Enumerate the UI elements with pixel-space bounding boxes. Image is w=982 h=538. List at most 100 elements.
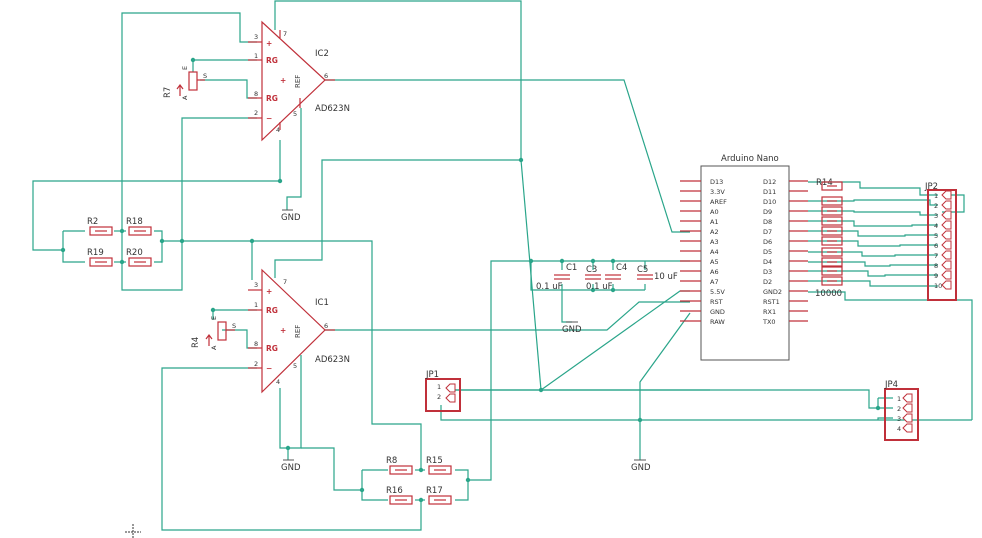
- ic2-pin7: 7: [283, 30, 287, 38]
- connector-jp2-pin-label: 6: [934, 242, 938, 250]
- arduino-right-pin-label: D4: [763, 258, 772, 266]
- pot-r7-e: E: [181, 66, 189, 70]
- resistor-array-body: [821, 196, 843, 206]
- resistor-array-body: [821, 247, 843, 257]
- capacitor-c1-label: C1: [566, 263, 577, 273]
- ic2-rg2-label: RG: [266, 94, 278, 103]
- resistor-r16[interactable]: R16: [386, 486, 413, 505]
- connector-jp2-pin-pad: [941, 240, 952, 250]
- connector-jp2-pin-pad: [941, 190, 952, 200]
- arduino-right-pin-label: D10: [763, 198, 776, 206]
- connector-jp2-pin-label: 1: [934, 192, 938, 200]
- capacitor-c4[interactable]: C4 0.1 uF: [586, 263, 627, 292]
- ic2-name: IC2: [315, 49, 329, 59]
- pot-r7-name: R7: [163, 87, 173, 98]
- pot-r7-s: S: [203, 72, 207, 80]
- resistor-array-body: [821, 236, 843, 246]
- resistor-r19-label: R19: [87, 248, 104, 258]
- arduino-right-pin-label: D8: [763, 218, 772, 226]
- connector-jp1[interactable]: JP1 1 2: [425, 370, 461, 412]
- arduino-left-pin-label: D13: [710, 178, 723, 186]
- arduino-left-pin-label: A5: [710, 258, 719, 266]
- resistor-array-bodies: [821, 181, 843, 286]
- connector-jp2-pin-pad: [941, 200, 952, 210]
- ic2-plus2-label: +: [280, 76, 286, 85]
- arduino-left-pin-label: RST: [710, 298, 723, 306]
- arduino-right-pin-label: D11: [763, 188, 776, 196]
- resistor-r20[interactable]: R20: [126, 248, 152, 267]
- resistor-r16-label: R16: [386, 486, 403, 496]
- pot-r7[interactable]: E S A R7: [163, 66, 207, 100]
- ic1-pin7: 7: [283, 278, 287, 286]
- pot-r4-e: E: [210, 316, 218, 320]
- arduino-left-pin-label: AREF: [710, 198, 727, 206]
- ic1-pin3: 3: [254, 281, 258, 289]
- ic2-minus-label: −: [266, 114, 272, 123]
- ic2-pin2: 2: [254, 109, 258, 117]
- capacitor-c4-label: C4: [616, 263, 627, 273]
- connector-jp2-pin-pad: [941, 260, 952, 270]
- gnd-symbol-2: GND: [281, 459, 301, 473]
- connector-jp2-pin-pad: [941, 210, 952, 220]
- pot-r4[interactable]: E S A R4: [191, 316, 236, 350]
- resistor-r20-label: R20: [126, 248, 143, 258]
- resistor-array[interactable]: R14 10000: [815, 178, 843, 299]
- resistor-r8[interactable]: R8: [386, 456, 413, 475]
- gnd-label-3: GND: [562, 325, 582, 335]
- connector-jp4-pin-label: 4: [897, 425, 901, 433]
- connector-jp4-pin-pad: [902, 423, 913, 433]
- arduino-right-pin-label: D9: [763, 208, 772, 216]
- ic2-op-amp[interactable]: + RG + RG − REF 3 1 8 2 7 4 6 5 IC2 AD62…: [248, 20, 350, 142]
- capacitor-c4-value: 0.1 uF: [586, 282, 613, 292]
- capacitor-c5[interactable]: C5 10 uF: [637, 265, 678, 282]
- ic1-op-amp[interactable]: + RG + RG − REF 3 1 8 2 7 4 6 5 IC1 AD62…: [248, 268, 350, 394]
- connector-jp2-label: JP2: [924, 182, 938, 192]
- ic1-ref-label: REF: [294, 325, 302, 338]
- connector-jp2-pin-pad: [941, 250, 952, 260]
- arduino-left-pin-label: A0: [710, 208, 719, 216]
- capacitor-c3[interactable]: C3: [585, 265, 601, 280]
- connector-jp1-pin2: 2: [437, 393, 441, 401]
- ic2-pin8: 8: [254, 90, 258, 98]
- resistor-r2[interactable]: R2: [87, 217, 113, 236]
- ic2-pin6: 6: [324, 72, 328, 80]
- connector-jp2-pin-pad: [941, 220, 952, 230]
- resistor-array-body: [821, 181, 843, 191]
- arduino-right-pin-label: D2: [763, 278, 772, 286]
- connector-jp4-pin-label: 3: [897, 415, 901, 423]
- gnd-label-1: GND: [281, 213, 301, 223]
- capacitor-c1-value: 0.1 uF: [536, 282, 563, 292]
- ic1-pin6: 6: [324, 322, 328, 330]
- resistor-r14-label: R14: [816, 178, 833, 188]
- arduino-right-pin-label: RX1: [763, 308, 776, 316]
- ic2-pin5: 5: [293, 110, 297, 118]
- resistor-r17-label: R17: [426, 486, 443, 496]
- cursor-crosshair-icon: [125, 524, 141, 538]
- resistor-array-body: [821, 216, 843, 226]
- arduino-left-pin-label: 3.3V: [710, 188, 725, 196]
- resistor-r19[interactable]: R19: [87, 248, 113, 267]
- ic1-name: IC1: [315, 298, 329, 308]
- resistor-r2-label: R2: [87, 217, 98, 227]
- resistor-r15[interactable]: R15: [426, 456, 452, 475]
- pot-r4-name: R4: [191, 337, 201, 348]
- resistor-r18[interactable]: R18: [126, 217, 152, 236]
- connector-jp2-pin-label: 7: [934, 252, 938, 260]
- pot-r4-a: A: [210, 345, 218, 350]
- resistor-r17[interactable]: R17: [426, 486, 452, 505]
- ic1-pin4: 4: [276, 378, 280, 386]
- connector-jp4-pin-pad: [902, 403, 913, 413]
- arduino-right-pin-label: RST1: [763, 298, 780, 306]
- resistor-array-body: [821, 257, 843, 267]
- arduino-nano[interactable]: Arduino Nano D133.3VAREFA0A1A2A3A4A5A6A7…: [680, 154, 808, 361]
- arduino-left-pin-label: A3: [710, 238, 719, 246]
- ic1-plus2-label: +: [280, 326, 286, 335]
- connector-jp2-pin-pad: [941, 270, 952, 280]
- capacitor-c1[interactable]: C1 0.1 uF: [536, 263, 577, 292]
